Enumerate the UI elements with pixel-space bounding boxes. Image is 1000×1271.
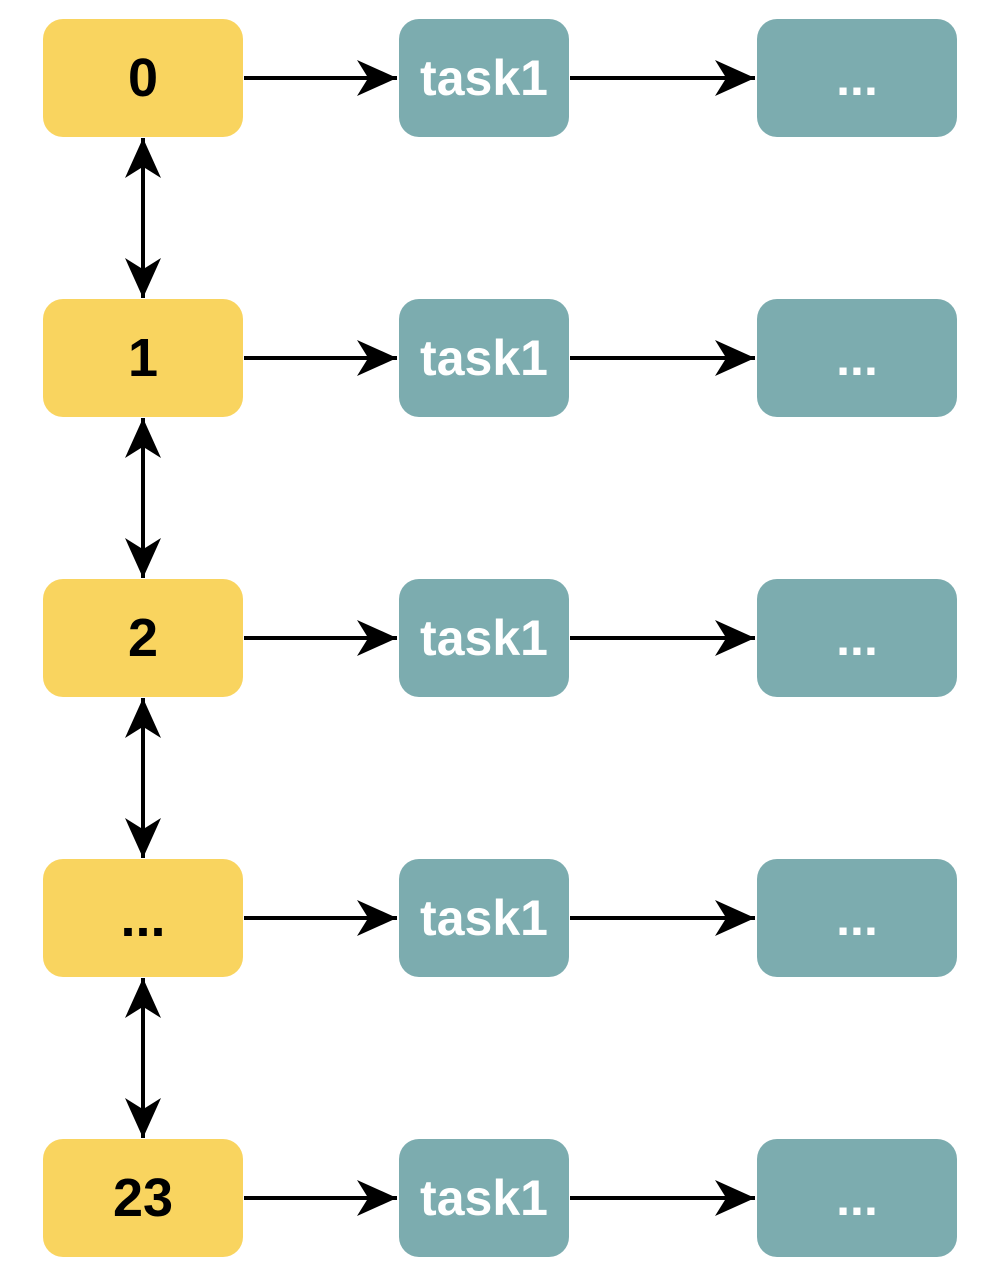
more-label: ...: [836, 1170, 878, 1226]
slot-box-1: 1: [43, 299, 243, 417]
more-label: ...: [836, 50, 878, 106]
task-label: task1: [420, 50, 548, 106]
more-box-3: ...: [757, 859, 957, 977]
more-label: ...: [836, 330, 878, 386]
more-box-4: ...: [757, 1139, 957, 1257]
more-box-2: ...: [757, 579, 957, 697]
task-box-4: task1: [399, 1139, 569, 1257]
slot-box-0: 0: [43, 19, 243, 137]
slot-label: 1: [127, 328, 159, 388]
more-label: ...: [836, 890, 878, 946]
more-label: ...: [836, 610, 878, 666]
slot-box-2: 2: [43, 579, 243, 697]
task-label: task1: [420, 1170, 548, 1226]
task-box-2: task1: [399, 579, 569, 697]
more-box-1: ...: [757, 299, 957, 417]
slot-label: ...: [120, 888, 166, 948]
task-box-0: task1: [399, 19, 569, 137]
slot-box-ellipsis: ...: [43, 859, 243, 977]
task-label: task1: [420, 890, 548, 946]
more-box-0: ...: [757, 19, 957, 137]
slot-box-23: 23: [43, 1139, 243, 1257]
slot-label: 0: [127, 48, 159, 108]
slot-label: 2: [127, 608, 159, 668]
task-box-3: task1: [399, 859, 569, 977]
task-label: task1: [420, 610, 548, 666]
task-label: task1: [420, 330, 548, 386]
task-box-1: task1: [399, 299, 569, 417]
slot-label: 23: [112, 1168, 174, 1228]
